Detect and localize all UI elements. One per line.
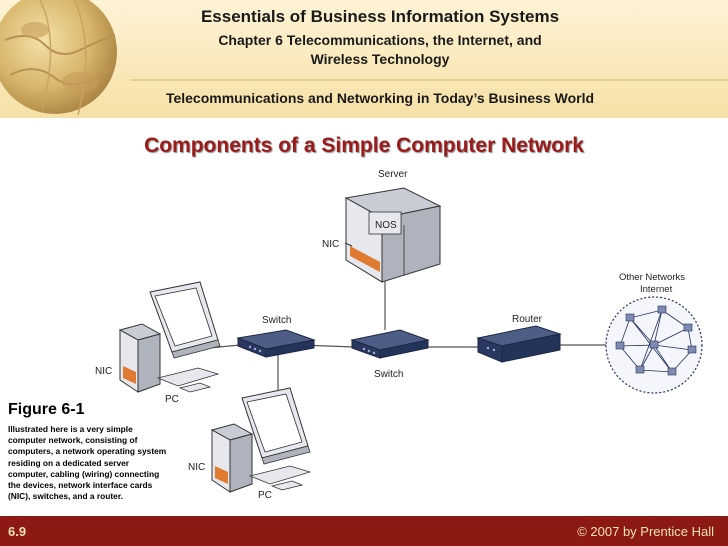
internet-network-icon: [605, 296, 703, 394]
switch-right-label: Switch: [374, 369, 403, 380]
switch-left-icon: [236, 329, 316, 358]
copyright-text: © 2007 by Prentice Hall: [577, 524, 714, 539]
slide-title: Components of a Simple Computer Network: [144, 134, 584, 157]
other-networks-label: Other Networks: [619, 272, 685, 283]
header-divider: [130, 79, 728, 81]
section-title: Telecommunications and Networking in Tod…: [165, 90, 595, 106]
figure-number: Figure 6-1: [8, 401, 85, 418]
switch-left-label: Switch: [262, 315, 291, 326]
chapter-title-line2: Wireless Technology: [310, 51, 450, 67]
pc-bottom-icon: [210, 387, 312, 493]
switch-right-icon: [350, 329, 430, 359]
header-banner: Essentials of Business Information Syste…: [0, 0, 728, 118]
server-label: Server: [378, 169, 408, 180]
nos-label: NOS: [375, 220, 397, 231]
figure-caption: Illustrated here is a very simple comput…: [8, 424, 167, 502]
nic-pc-bottom-label: NIC: [188, 462, 205, 473]
router-icon: [476, 325, 562, 363]
chapter-title: Chapter 6 Telecommunications, the Intern…: [120, 31, 640, 69]
slide-number: 6.9: [8, 524, 27, 539]
chapter-title-line1: Chapter 6 Telecommunications, the Intern…: [218, 32, 542, 48]
globe-image: [0, 0, 118, 118]
internet-label: Internet: [640, 284, 673, 295]
footer-bar: 6.9 © 2007 by Prentice Hall: [0, 516, 728, 546]
pc-bottom-label: PC: [258, 490, 272, 501]
router-label: Router: [512, 314, 543, 325]
server-icon: [344, 187, 442, 283]
pc-left-label: PC: [165, 394, 179, 405]
nic-server-label: NIC: [322, 239, 339, 250]
nic-pc-left-label: NIC: [95, 366, 112, 377]
pc-left-icon: [118, 281, 221, 393]
book-title: Essentials of Business Information Syste…: [200, 7, 560, 26]
